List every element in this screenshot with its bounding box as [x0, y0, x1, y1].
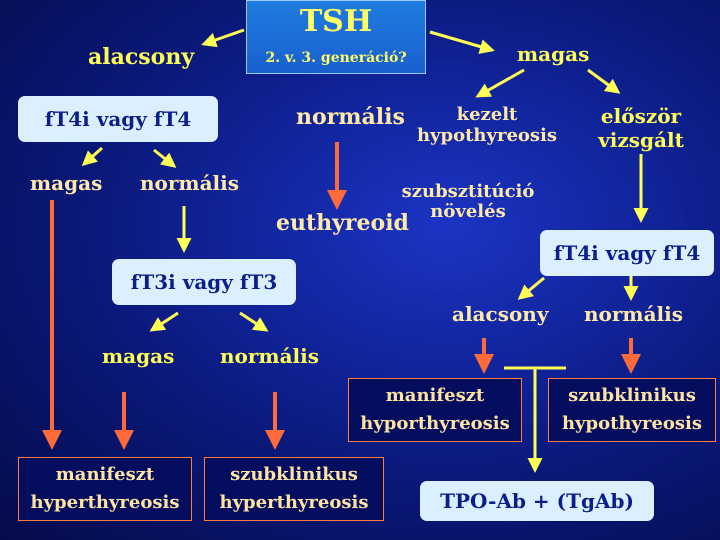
arrow-high-first [587, 68, 621, 94]
result-subclinical-hyper: szubklinikus hyperthyreosis [204, 457, 384, 521]
result-manifest-hyper: manifeszt hyperthyreosis [18, 457, 192, 521]
result-subclinical-hyper-line2: hyperthyreosis [219, 492, 369, 513]
result-subclinical-hypo-line1: szubklinikus [568, 385, 696, 406]
euthyreoid-label: euthyreoid [276, 210, 409, 236]
result-subclinical-hyper-line1: szubklinikus [230, 464, 358, 485]
first-examined-line2: vizsgált [598, 128, 684, 152]
tpo-ab-box: TPO-Ab + (TgAb) [420, 481, 654, 521]
arrow-ft4-high [81, 146, 103, 166]
treated-hypothyreosis: kezelt hypothyreosis [414, 104, 560, 146]
arrow-ft4-normal [153, 148, 177, 168]
first-examined: először vizsgált [590, 104, 692, 152]
branch-low: alacsony [88, 44, 195, 70]
treated-line2: hypothyreosis [416, 125, 558, 146]
branch-high: magas [517, 42, 590, 66]
result-manifest-hypo-line2: hyporthyreosis [360, 413, 510, 434]
right-ft4-box: fT4i vagy fT4 [540, 230, 714, 276]
tsh-title: TSH [299, 4, 373, 39]
result-manifest-hyper-line1: manifeszt [55, 464, 155, 485]
result-manifest-hypo-line1: manifeszt [385, 385, 485, 406]
arrow-tsh-high [429, 30, 495, 54]
arrow-ft3-high [149, 311, 179, 332]
tsh-subtitle: 2. v. 3. generáció? [265, 50, 407, 66]
ft3-normal: normális [220, 344, 319, 368]
left-ft3-box: fT3i vagy fT3 [112, 259, 296, 305]
result-subclinical-hypo-line2: hypothyreosis [561, 413, 703, 434]
arrow-high-treated [475, 68, 525, 98]
result-subclinical-hypo: szubklinikus hypothyreosis [548, 378, 716, 442]
arrow-tsh-low [201, 28, 245, 48]
result-manifest-hyper-line2: hyperthyreosis [30, 492, 180, 513]
right-normal: normális [584, 302, 683, 326]
tsh-box [246, 0, 426, 74]
substitution-line1: szubsztitúció [401, 181, 535, 202]
treated-line1: kezelt [456, 104, 518, 125]
left-normal: normális [140, 171, 239, 195]
branch-normal: normális [296, 104, 405, 130]
result-manifest-hypo: manifeszt hyporthyreosis [348, 378, 522, 442]
first-examined-line1: először [600, 104, 682, 128]
left-ft4-box: fT4i vagy fT4 [18, 96, 218, 142]
left-high: magas [30, 171, 103, 195]
right-low: alacsony [452, 302, 549, 326]
ft3-high: magas [102, 344, 175, 368]
substitution-line2: növelés [430, 201, 506, 222]
substitution-increase: szubsztitúció növelés [398, 182, 538, 222]
arrow-ft4-low [517, 276, 545, 300]
arrow-ft3-normal [239, 311, 269, 332]
